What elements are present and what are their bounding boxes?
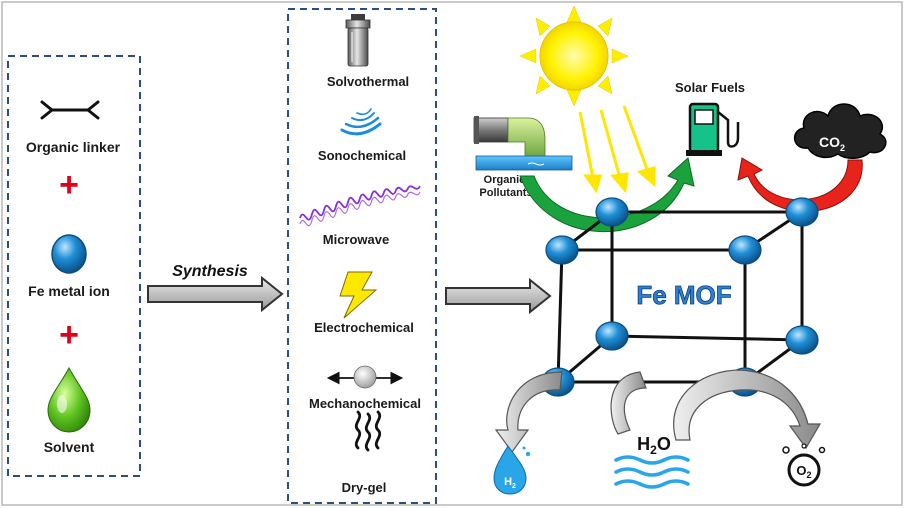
h2-droplet-icon: H2 bbox=[493, 445, 531, 495]
autoclave-icon bbox=[345, 14, 371, 67]
mof-node bbox=[728, 235, 762, 265]
sun-icon bbox=[519, 5, 629, 107]
h2-label: H2 bbox=[504, 476, 516, 490]
fe-metal-ion-label: Fe metal ion bbox=[28, 283, 110, 299]
fe-ion-icon bbox=[51, 234, 87, 274]
ingredients-box bbox=[7, 55, 141, 477]
plus-sign: + bbox=[59, 316, 79, 354]
co2-cloud-icon: CO2 bbox=[794, 103, 887, 159]
method-label-mechanochemical: Mechanochemical bbox=[309, 396, 421, 411]
organic-pollutants-line-1: Organic bbox=[484, 174, 526, 186]
solar-fuels-label: Solar Fuels bbox=[675, 80, 745, 95]
plus-sign: + bbox=[59, 166, 79, 204]
mof-label: Fe MOF bbox=[636, 280, 731, 310]
method-label-solvothermal: Solvothermal bbox=[327, 74, 409, 89]
water-in-arrow-left bbox=[610, 371, 647, 435]
mof-node bbox=[785, 325, 819, 355]
ball-mill-icon bbox=[326, 365, 404, 389]
organic-pollutants-label: Organic Pollutants bbox=[479, 174, 532, 199]
solvent-drop-icon bbox=[47, 366, 91, 433]
method-label-microwave: Microwave bbox=[323, 232, 389, 247]
sound-waves-icon bbox=[340, 108, 382, 136]
fuel-pump-icon bbox=[686, 102, 740, 156]
h2-evolution-arrow bbox=[494, 371, 563, 454]
co2-label: CO2 bbox=[819, 134, 845, 153]
synthesis-arrow-shape bbox=[147, 275, 284, 313]
organic-linker-label: Organic linker bbox=[26, 139, 121, 155]
microwave-wave-icon bbox=[299, 185, 421, 227]
mof-node bbox=[785, 197, 819, 227]
heat-waves-icon bbox=[354, 410, 382, 452]
solvent-label: Solvent bbox=[44, 439, 95, 455]
ingredients-panel: Organic linker + Fe metal ion + Solvent bbox=[7, 55, 141, 477]
synthesis-arrow: Synthesis bbox=[147, 263, 284, 313]
organic-linker-icon bbox=[40, 100, 100, 120]
method-label-dry-gel: Dry-gel bbox=[342, 480, 387, 495]
method-label-sonochemical: Sonochemical bbox=[318, 148, 406, 163]
o2-label: O2 bbox=[796, 463, 811, 480]
organic-pollutants-line-2: Pollutants bbox=[479, 187, 532, 199]
water-waves-icon bbox=[614, 455, 690, 489]
o2-evolution-arrow bbox=[673, 369, 822, 450]
product-arrow bbox=[445, 277, 552, 315]
mof-scene: Organic Pollutants Solar Fuels CO2 bbox=[473, 5, 887, 495]
o2-bubble-icon: O2 bbox=[782, 443, 826, 487]
mof-node bbox=[545, 235, 579, 265]
synthesis-label: Synthesis bbox=[172, 263, 248, 280]
pollutant-pipe-icon bbox=[473, 116, 573, 171]
method-label-electrochemical: Electrochemical bbox=[314, 320, 414, 335]
mof-node bbox=[595, 197, 629, 227]
mof-node bbox=[595, 321, 629, 351]
co2-reduction-arrow bbox=[737, 157, 863, 212]
methods-box bbox=[287, 8, 437, 504]
sunlight-rays bbox=[578, 105, 656, 194]
lightning-bolt-icon bbox=[339, 271, 378, 319]
methods-panel: Solvothermal Sonochemical Microwave Elec… bbox=[287, 8, 437, 504]
h2o-label: H2O bbox=[637, 434, 671, 457]
